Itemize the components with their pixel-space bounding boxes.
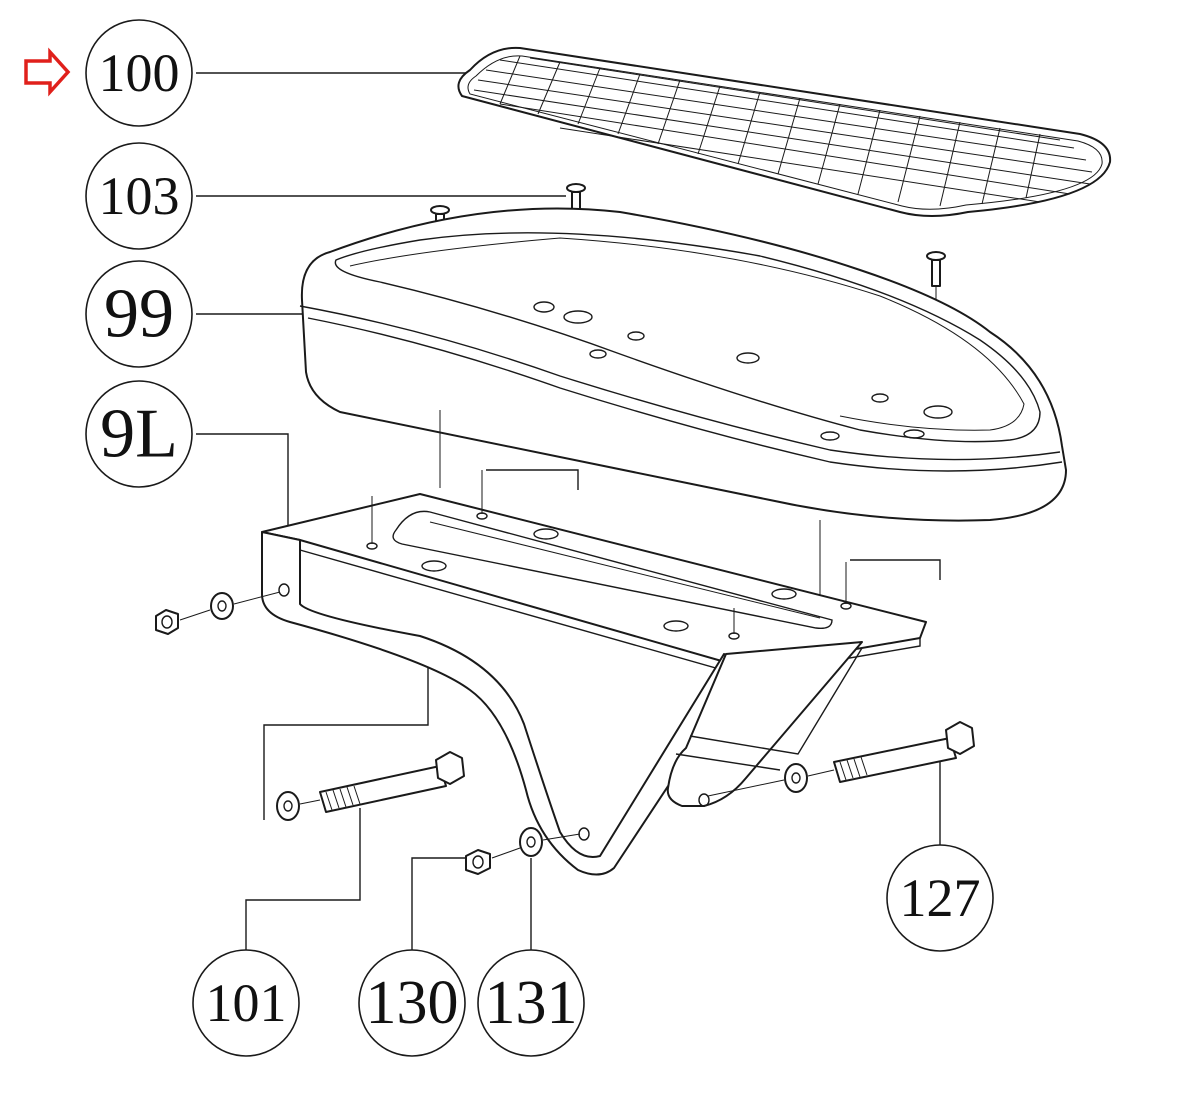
tread-mat-part-100 <box>457 46 1112 217</box>
washer-right <box>784 763 808 793</box>
callout-99-label: 99 <box>104 276 174 353</box>
callout-127: 127 <box>886 844 994 952</box>
bolt-thread-101 <box>325 785 361 811</box>
tread-ribs <box>473 57 1093 203</box>
hardware <box>155 591 975 875</box>
washer-part-131 <box>519 827 543 857</box>
callout-9L: 9L <box>85 380 193 488</box>
nut-top-left <box>155 609 179 635</box>
mounting-bracket-part-9L <box>261 470 927 876</box>
callout-103-label: 103 <box>99 166 180 226</box>
callout-103: 103 <box>85 142 193 250</box>
bolt-thread-127 <box>839 756 868 781</box>
callout-131: 131 <box>477 949 585 1057</box>
callout-9L-label: 9L <box>100 396 178 473</box>
callout-127-label: 127 <box>900 868 981 928</box>
callout-130-label: 130 <box>366 969 459 1037</box>
bracket-holes <box>366 512 852 640</box>
red-outline-arrow-icon <box>24 47 71 97</box>
washer-part-101-side <box>276 791 300 821</box>
callout-101: 101 <box>192 949 300 1057</box>
washer-top-left <box>210 592 234 620</box>
footrest-shell-part-99 <box>299 207 1067 620</box>
callout-131-label: 131 <box>485 969 578 1037</box>
callout-101-label: 101 <box>206 973 287 1033</box>
nut-part-130 <box>465 849 491 875</box>
bolt-part-127 <box>833 721 975 783</box>
shell-holes <box>533 301 953 441</box>
callout-100: 100 <box>85 19 193 127</box>
tread-cross-ribs <box>499 55 1041 207</box>
callout-130: 130 <box>358 949 466 1057</box>
bolt-part-101 <box>319 751 465 813</box>
callout-99: 99 <box>85 260 193 368</box>
callout-100-label: 100 <box>99 43 180 103</box>
leader-lines <box>196 72 941 950</box>
